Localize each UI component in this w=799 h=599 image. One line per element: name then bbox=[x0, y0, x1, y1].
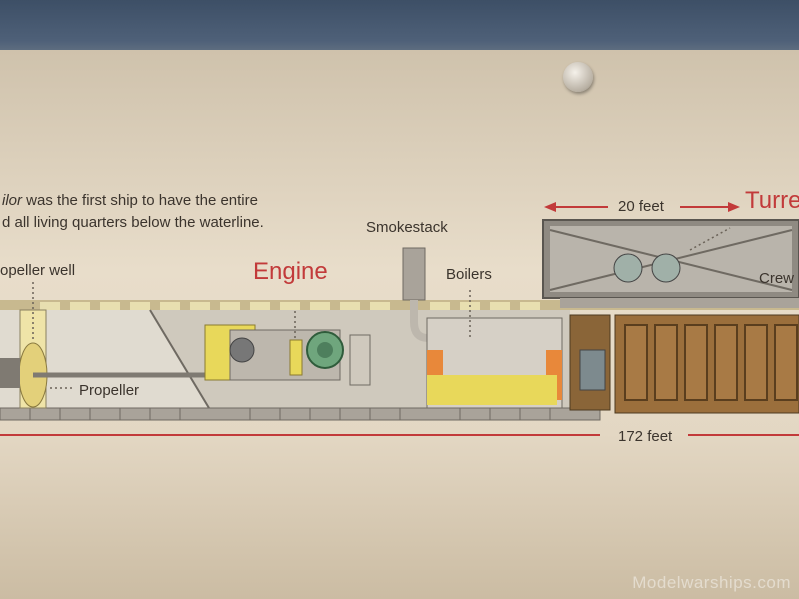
label-boilers: Boilers bbox=[446, 266, 492, 283]
turret-engine bbox=[580, 350, 605, 390]
engine-pipe-yellow bbox=[290, 340, 302, 375]
pin-tack bbox=[563, 62, 593, 92]
engine-pump bbox=[350, 335, 370, 385]
engine-cylinder bbox=[230, 338, 254, 362]
turret-dim-arrow-right bbox=[728, 202, 740, 212]
label-crew: Crew bbox=[759, 270, 794, 287]
boiler-base bbox=[427, 375, 557, 405]
turret-dim-arrow-left bbox=[544, 202, 556, 212]
smokestack bbox=[403, 248, 425, 300]
label-propeller: Propeller bbox=[79, 382, 139, 399]
stern-post bbox=[0, 358, 20, 388]
turret-gun-1 bbox=[614, 254, 642, 282]
ship-length-label: 172 feet bbox=[618, 428, 672, 445]
label-engine: Engine bbox=[253, 258, 328, 286]
turret-gun-2 bbox=[652, 254, 680, 282]
label-propeller-well: opeller well bbox=[0, 262, 75, 279]
watermark: Modelwarships.com bbox=[632, 573, 791, 593]
turret-base-ring bbox=[560, 298, 799, 308]
turret-width-label: 20 feet bbox=[618, 198, 664, 215]
label-turret: Turre bbox=[745, 187, 799, 215]
deck-blocks bbox=[40, 302, 540, 310]
engine-hub bbox=[317, 342, 333, 358]
label-smokestack: Smokestack bbox=[366, 219, 448, 236]
